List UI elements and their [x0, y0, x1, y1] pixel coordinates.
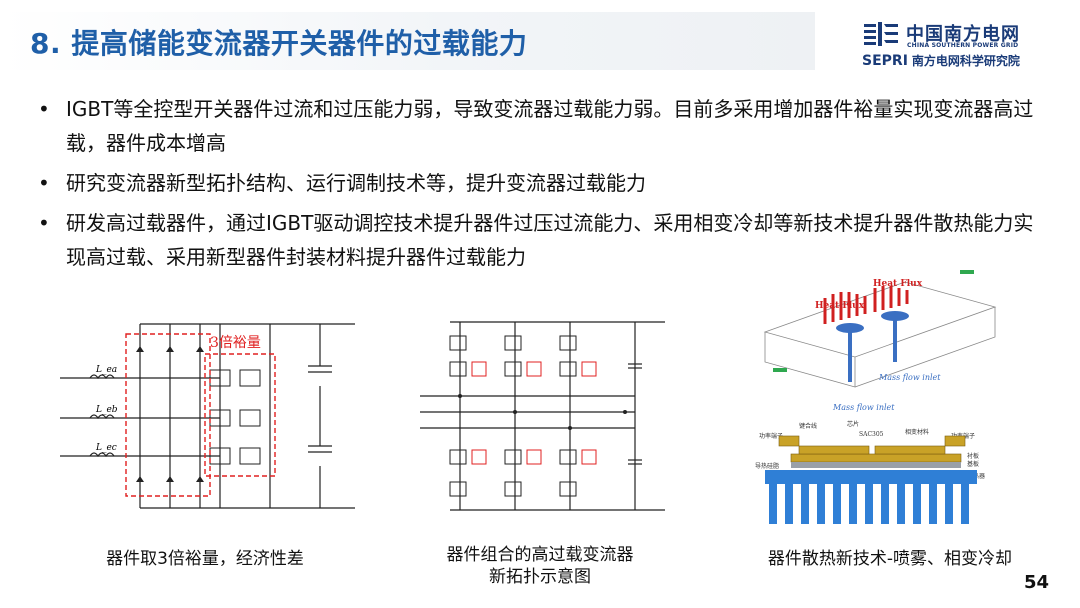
inductor-label-a: L_ea: [95, 365, 117, 375]
bullet-text: 研究变流器新型拓扑结构、运行调制技术等，提升变流器过载能力: [66, 171, 646, 195]
label-phase-change-material: 相变材料: [905, 428, 929, 436]
bullet-text: 研发高过载器件，通过IGBT驱动调控技术提升器件过压过流能力、采用相变冷却等新技…: [66, 211, 1034, 269]
mass-flow-label-1: Mass flow inlet: [878, 373, 941, 382]
label-thermal-grease: 导热硅脂: [755, 462, 779, 470]
bullet-item: • 研发高过载器件，通过IGBT驱动调控技术提升器件过压过流能力、采用相变冷却等新…: [36, 206, 1046, 274]
bullet-item: • IGBT等全控型开关器件过流和过压能力弱，导致变流器过载能力弱。目前多采用增加…: [36, 92, 1046, 160]
heat-flux-label-1: Heat Flux: [815, 301, 865, 311]
label-baseplate: 基板: [967, 460, 979, 468]
bullet-dot-icon: •: [38, 211, 50, 235]
inductor-label-c: L_ec: [95, 443, 117, 453]
page-number: 54: [1024, 572, 1050, 593]
converter-3x-margin-diagram: L_ea L_eb L_ec: [60, 323, 355, 509]
label-chip: 芯片: [847, 420, 859, 428]
heat-flux-label-2: Heat Flux: [873, 279, 923, 289]
label-sac305: SAC305: [859, 431, 884, 438]
figure-caption-2-line1: 器件组合的高过载变流器: [446, 545, 634, 565]
margin-label: 3倍裕量: [210, 335, 261, 351]
bullet-text: IGBT等全控型开关器件过流和过压能力弱，导致变流器过载能力弱。目前多采用增加器…: [66, 97, 1034, 155]
label-power-terminal-left: 功率端子: [759, 432, 783, 440]
figure-caption-2: 器件组合的高过载变流器 新拓扑示意图: [410, 544, 670, 588]
inductor-label-b: L_eb: [95, 405, 118, 415]
bullet-dot-icon: •: [38, 171, 50, 195]
label-substrate: 衬板: [967, 452, 979, 460]
figure-caption-2-line2: 新拓扑示意图: [489, 567, 591, 587]
csg-logo-icon: [864, 22, 898, 46]
logo-top-row: 中国南方电网 CHINA SOUTHERN POWER GRID: [858, 20, 1058, 49]
bullet-list: • IGBT等全控型开关器件过流和过压能力弱，导致变流器过载能力弱。目前多采用增加…: [36, 92, 1046, 280]
bullet-dot-icon: •: [38, 97, 50, 121]
logo-sepri-chinese: 南方电网科学研究院: [911, 54, 1020, 68]
figure-caption-1: 器件取3倍裕量，经济性差: [106, 549, 304, 569]
bullet-item: • 研究变流器新型拓扑结构、运行调制技术等，提升变流器过载能力: [36, 166, 1046, 200]
cooling-technology-diagram: Heat Flux Heat Flux Mass flow inlet Mass…: [755, 270, 997, 524]
logo-english-name: CHINA SOUTHERN POWER GRID: [907, 42, 1019, 49]
high-overload-topology-diagram: [420, 321, 665, 511]
figure-caption-3: 器件散热新技术-喷雾、相变冷却: [767, 549, 1013, 569]
label-bond-wire: 键合线: [799, 422, 817, 430]
mass-flow-label-2: Mass flow inlet: [832, 403, 895, 412]
page-title: 8. 提高储能变流器开关器件的过载能力: [30, 27, 528, 60]
title-bar: [0, 12, 815, 70]
logo-chinese-name: 中国南方电网: [906, 24, 1020, 45]
logo-sepri-text: SEPRI: [862, 53, 908, 69]
